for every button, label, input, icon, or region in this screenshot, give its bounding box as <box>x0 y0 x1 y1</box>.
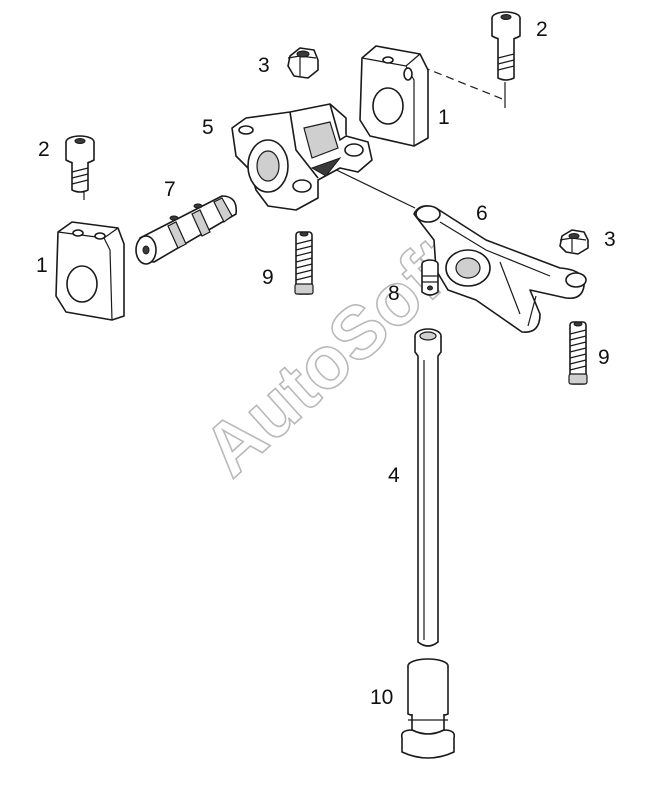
pushrod <box>414 328 442 647</box>
callout-1-left: 1 <box>36 254 48 277</box>
adjusting-screw-left <box>294 231 314 295</box>
hex-nut-top <box>287 47 319 79</box>
hex-nut-right <box>559 229 589 255</box>
rocker-shaft <box>135 195 238 265</box>
callout-5: 5 <box>202 116 214 139</box>
callout-9-right: 9 <box>598 346 610 369</box>
bracket-block-left <box>55 221 125 321</box>
callout-labels: 1 1 2 2 3 3 4 5 6 7 8 9 9 10 <box>36 18 616 709</box>
adjusting-screw-right <box>568 321 588 385</box>
rocker-arm <box>413 205 587 333</box>
cap-bolt-left <box>65 135 95 193</box>
callout-10: 10 <box>370 686 393 709</box>
callout-1-right: 1 <box>438 106 450 129</box>
callout-3-right: 3 <box>604 228 616 251</box>
cap-bolt-right <box>491 11 521 81</box>
callout-2-right: 2 <box>536 18 548 41</box>
callout-4: 4 <box>388 464 400 487</box>
rocker-support <box>231 103 373 211</box>
tappet <box>400 658 456 759</box>
callout-3-top: 3 <box>258 54 270 77</box>
callout-8: 8 <box>388 282 400 305</box>
callout-2-left: 2 <box>38 138 50 161</box>
callout-7: 7 <box>164 178 176 201</box>
bracket-block-right <box>359 45 429 147</box>
callout-9-left: 9 <box>262 266 274 289</box>
pushrod-adjuster <box>421 259 439 296</box>
callout-6: 6 <box>476 202 488 225</box>
